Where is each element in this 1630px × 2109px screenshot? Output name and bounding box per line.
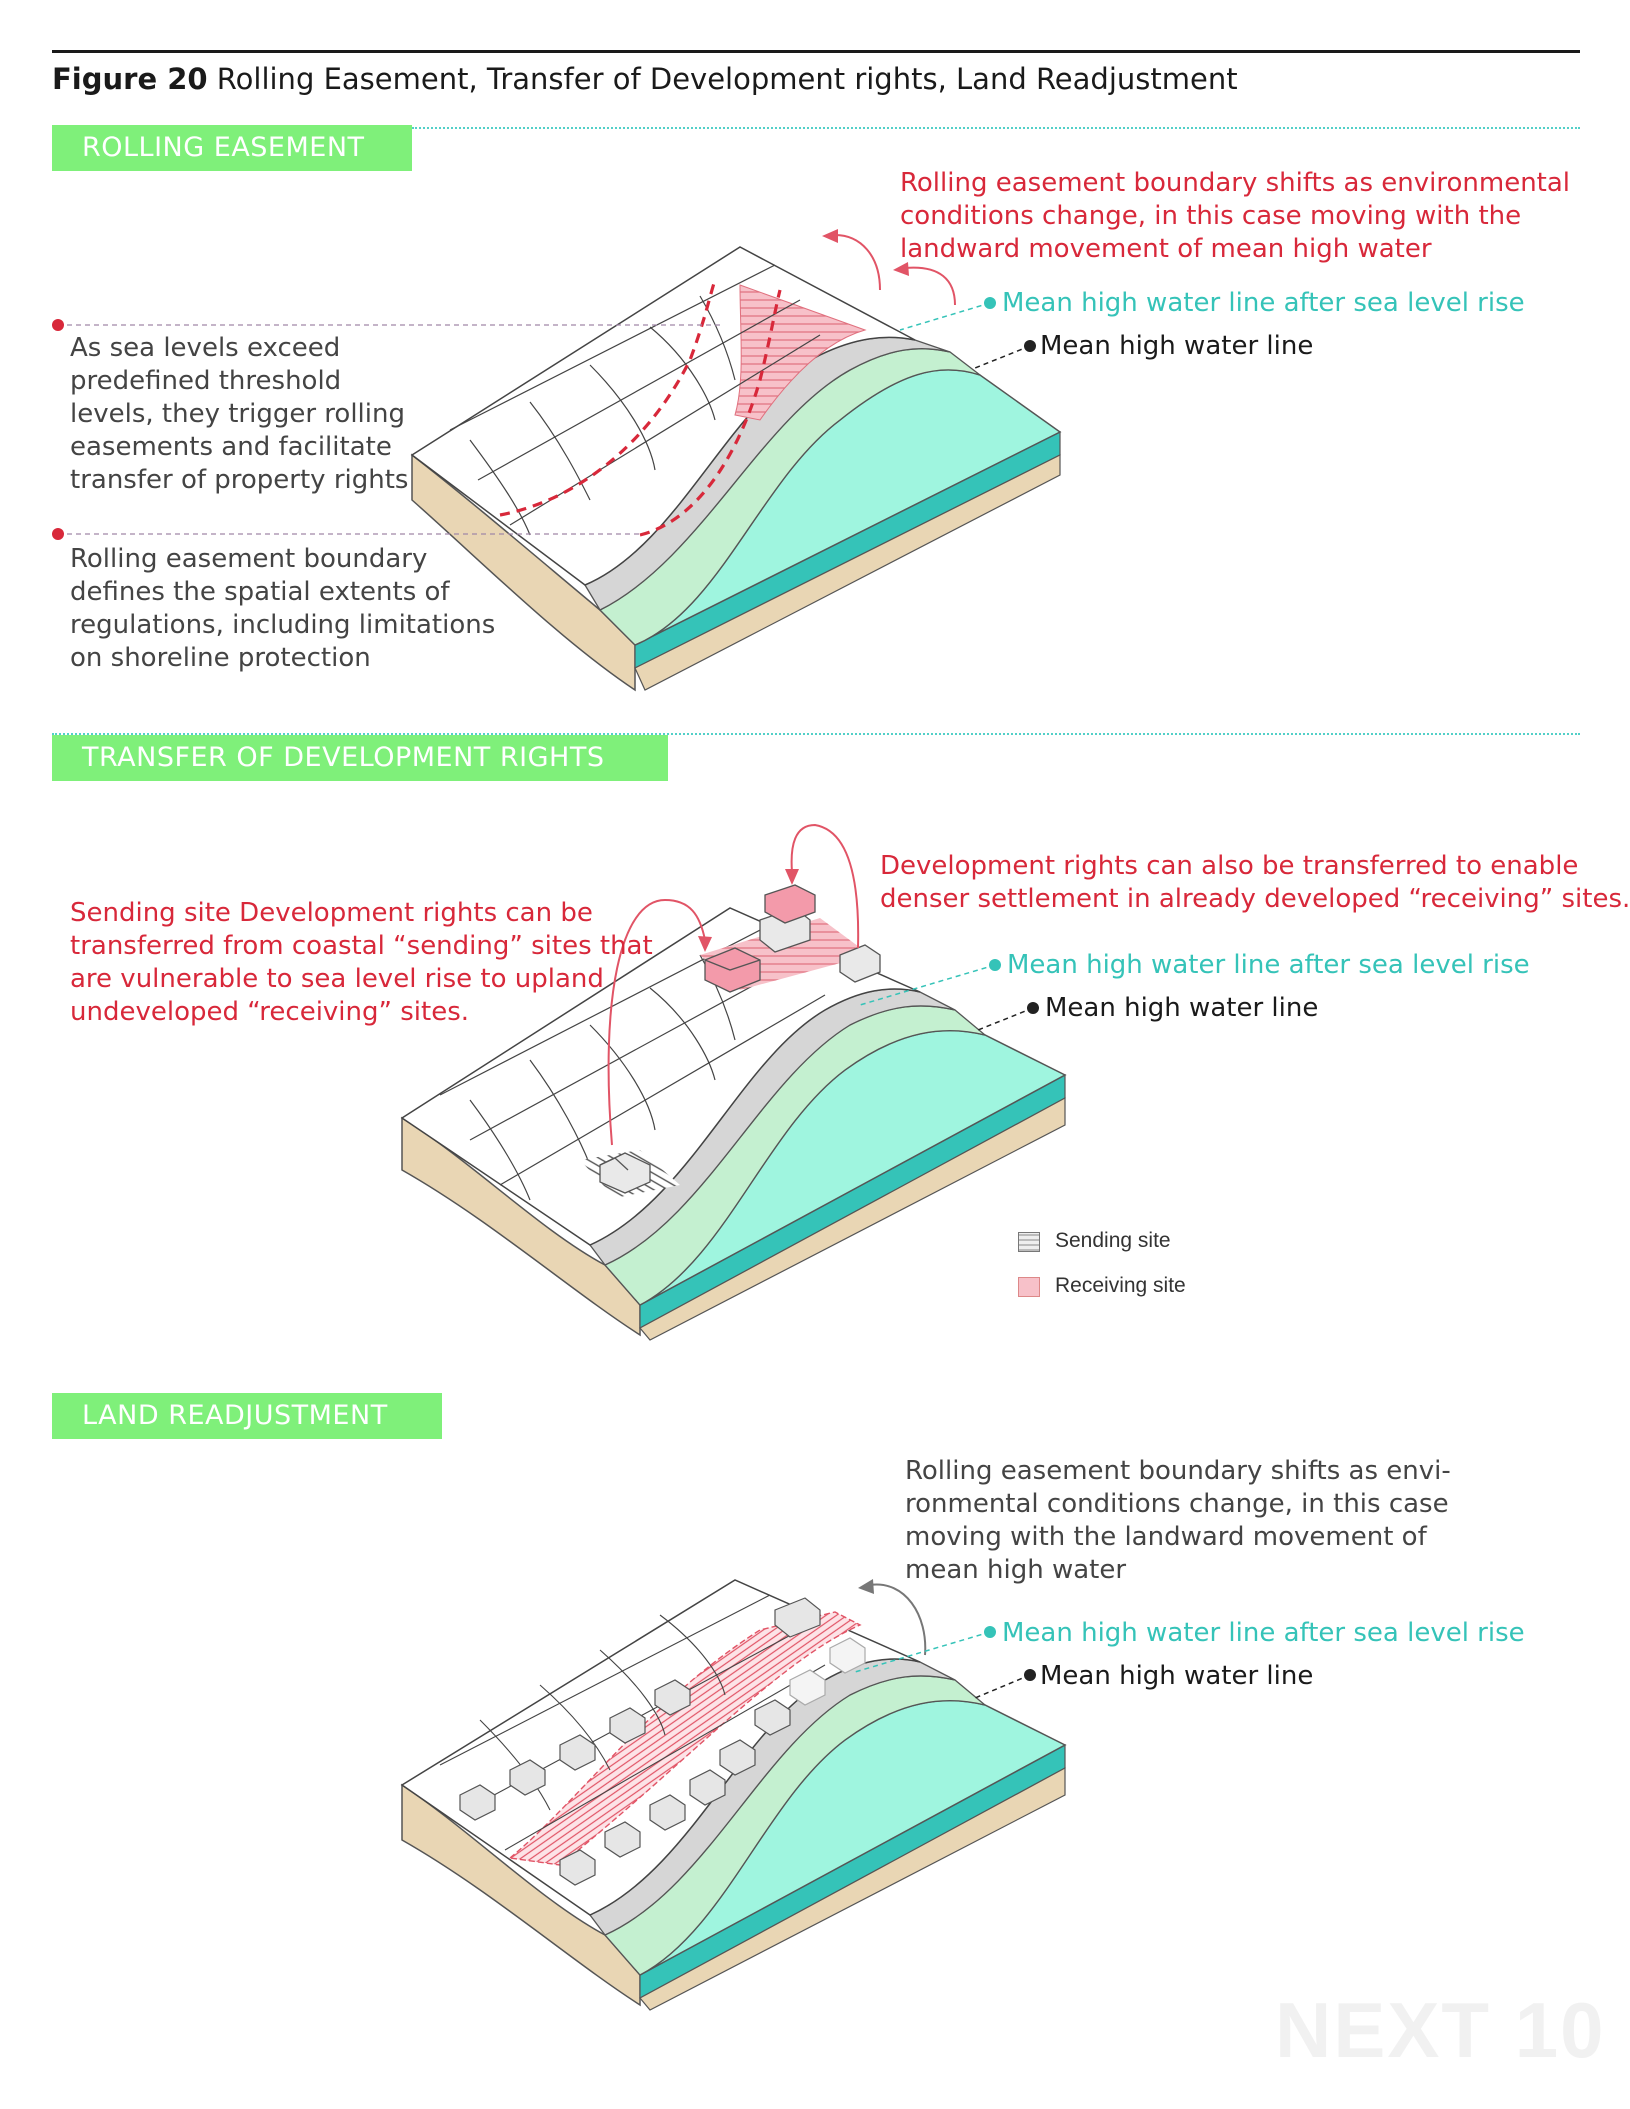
readjustment-houses — [459, 1597, 821, 1886]
block2-land — [400, 907, 921, 1246]
tdr-leader-mhw-after-dot — [989, 959, 1001, 971]
block3-soil-front — [639, 1766, 1066, 2011]
top-rule — [52, 50, 1580, 53]
transfer-arc-1-head — [698, 936, 712, 952]
tdr-callout-right: Development rights can also be transferr… — [880, 850, 1630, 916]
land-mhw-after-label: Mean high water line after sea level ris… — [1002, 1618, 1525, 1648]
land-leader-mhw — [974, 1674, 1031, 1699]
tdr-callout-left-line: are vulnerable to sea level rise to upla… — [70, 964, 604, 994]
shift-arrow-1 — [834, 234, 881, 291]
land-callout: Rolling easement boundary shifts as envi… — [905, 1455, 1451, 1587]
land-mhw-label: Mean high water line — [1040, 1661, 1314, 1691]
tdr-callout-left-line: Sending site Development rights can be — [70, 898, 593, 928]
leader-boundary-dot — [52, 528, 64, 540]
figure-title: Figure 20 Rolling Easement, Transfer of … — [52, 62, 1238, 96]
figure-title-text: Rolling Easement, Transfer of Developmen… — [216, 62, 1238, 96]
block1-soil-side — [411, 453, 636, 692]
land-readjustment-heading: LAND READJUSTMENT — [52, 1393, 442, 1439]
tdr-callout-left: Sending site Development rights can be t… — [70, 897, 653, 1029]
legend-sending-label: Sending site — [1055, 1229, 1171, 1252]
block2-soil-front — [639, 1096, 1066, 1341]
rolling-easement-heading: ROLLING EASEMENT — [52, 125, 412, 171]
shift-arrow-2 — [904, 266, 956, 306]
land-readjustment-diagram — [400, 1579, 1067, 2011]
rolling-callout: Rolling easement boundary shifts as envi… — [900, 167, 1570, 266]
rolling-divider — [412, 127, 1580, 129]
rolling-easement-diagram — [52, 229, 1062, 692]
transfer-arc-2 — [790, 823, 860, 949]
tdr-mhw-label: Mean high water line — [1045, 993, 1319, 1023]
receiving-house-1 — [704, 947, 761, 993]
leader-threshold-dot — [52, 319, 64, 331]
transfer-arc-2-head — [785, 869, 799, 885]
tdr-heading: TRANSFER OF DEVELOPMENT RIGHTS — [52, 735, 668, 781]
rolling-note-line: As sea levels exceed — [70, 333, 341, 363]
land-callout-line: moving with the landward movement of — [905, 1522, 1427, 1552]
leader-mhw-after-dot — [984, 297, 996, 309]
block2-soil-side — [401, 1116, 641, 1337]
tdr-diagram — [400, 823, 1067, 1341]
rolling-callout-line: conditions change, in this case moving w… — [900, 201, 1522, 231]
rolling-note-line: Rolling easement boundary — [70, 544, 428, 574]
tdr-leader-mhw — [977, 1007, 1034, 1031]
transfer-arc-1 — [607, 898, 706, 1146]
rolling-callout-line: landward movement of mean high water — [900, 234, 1432, 264]
rolling-note-threshold: As sea levels exceed predefined threshol… — [70, 332, 408, 497]
rolling-note-line: predefined threshold — [70, 366, 342, 396]
rolling-note-line: defines the spatial extents of — [70, 577, 450, 607]
land-callout-line: mean high water — [905, 1555, 1127, 1585]
tdr-leader-mhw-after — [859, 964, 996, 1006]
rolling-note-line: levels, they trigger rolling — [70, 399, 405, 429]
land-shift-arrow-head — [858, 1579, 874, 1594]
receiving-house-stack — [759, 884, 816, 953]
leader-mhw — [974, 345, 1031, 369]
shift-arrow-1-head — [822, 229, 838, 243]
rolling-mhw-label: Mean high water line — [1040, 331, 1314, 361]
legend-sending-swatch — [1018, 1232, 1040, 1252]
coastal-house — [839, 944, 881, 983]
readjustment-boundary-band — [508, 1611, 862, 1866]
sending-house — [599, 1152, 651, 1194]
legend-receiving-swatch — [1018, 1277, 1040, 1297]
shift-arrow-2-head — [893, 262, 909, 276]
land-leader-mhw-after-dot — [984, 1626, 996, 1638]
leader-mhw-dot — [1024, 340, 1036, 352]
figure-label: Figure 20 — [52, 62, 208, 96]
tdr-divider — [52, 733, 1580, 735]
tdr-leader-mhw-dot — [1027, 1002, 1039, 1014]
tdr-callout-left-line: transferred from coastal “sending” sites… — [70, 931, 653, 961]
land-leader-mhw-dot — [1024, 1669, 1036, 1681]
rolling-note-line: easements and facilitate — [70, 432, 392, 462]
tdr-callout-right-line: Development rights can also be transferr… — [880, 851, 1579, 881]
ghost-houses — [789, 1637, 866, 1706]
land-callout-line: ronmental conditions change, in this cas… — [905, 1489, 1449, 1519]
block3-soil-side — [401, 1783, 641, 2007]
rolling-note-line: regulations, including limitations — [70, 610, 496, 640]
next10-watermark: NEXT 10 — [1275, 1986, 1606, 2074]
land-leader-mhw-after — [854, 1631, 991, 1673]
block1-parcel-grid — [449, 264, 821, 536]
rolling-callout-line: Rolling easement boundary shifts as envi… — [900, 168, 1571, 198]
tdr-callout-left-line: undeveloped “receiving” sites. — [70, 997, 470, 1027]
easement-boundary-current — [499, 279, 717, 517]
land-callout-line: Rolling easement boundary shifts as envi… — [905, 1456, 1451, 1486]
legend-receiving-label: Receiving site — [1055, 1274, 1186, 1297]
rolling-mhw-after-label: Mean high water line after sea level ris… — [1002, 288, 1525, 318]
tdr-callout-right-line: denser settlement in already developed “… — [880, 884, 1630, 914]
block1-soil-front — [634, 454, 1061, 691]
rolling-note-boundary: Rolling easement boundary defines the sp… — [70, 543, 495, 675]
land-shift-arrow — [869, 1583, 927, 1656]
rolling-note-line: on shoreline protection — [70, 643, 371, 673]
tdr-mhw-after-label: Mean high water line after sea level ris… — [1007, 950, 1530, 980]
rolling-note-line: transfer of property rights — [70, 465, 409, 495]
leader-mhw-after — [899, 302, 991, 331]
